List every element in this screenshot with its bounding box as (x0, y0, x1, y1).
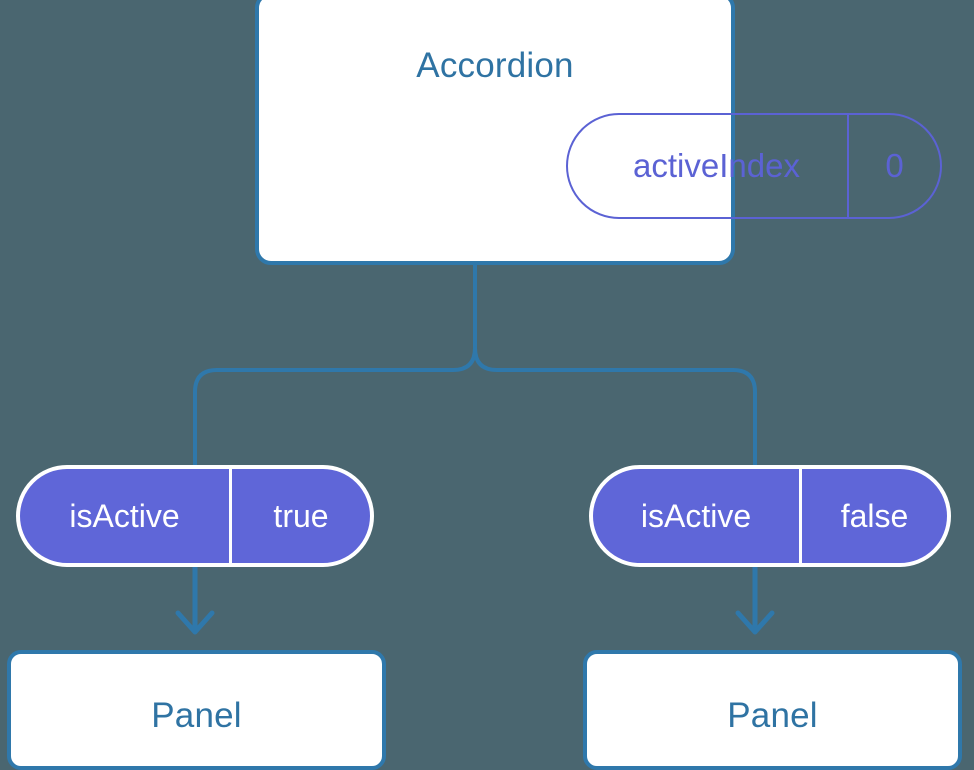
arrowhead-left-icon (175, 610, 215, 635)
prop-pill-value: true (273, 497, 329, 534)
panel-node-right-title: Panel (727, 696, 818, 735)
prop-pill-isactive-false[interactable]: isActive false (589, 465, 951, 567)
accordion-node-title: Accordion (416, 46, 574, 85)
edge-accordion-to-children (193, 263, 477, 467)
edge-accordion-to-child-right (473, 346, 757, 467)
state-pill-activeindex[interactable]: activeIndex 0 (566, 113, 942, 219)
state-pill-value: 0 (885, 147, 904, 184)
prop-pill-key: isActive (20, 469, 232, 563)
arrowhead-right-icon (735, 610, 775, 635)
panel-node-left-title: Panel (151, 696, 242, 735)
prop-pill-key: isActive (593, 469, 802, 563)
panel-node-left[interactable]: Panel (7, 650, 386, 770)
accordion-node[interactable]: Accordion activeIndex 0 (255, 0, 942, 265)
state-pill-key: activeIndex (568, 115, 849, 217)
prop-pill-isactive-true[interactable]: isActive true (16, 465, 374, 567)
panel-node-right[interactable]: Panel (583, 650, 962, 770)
prop-pill-value: false (840, 497, 909, 534)
